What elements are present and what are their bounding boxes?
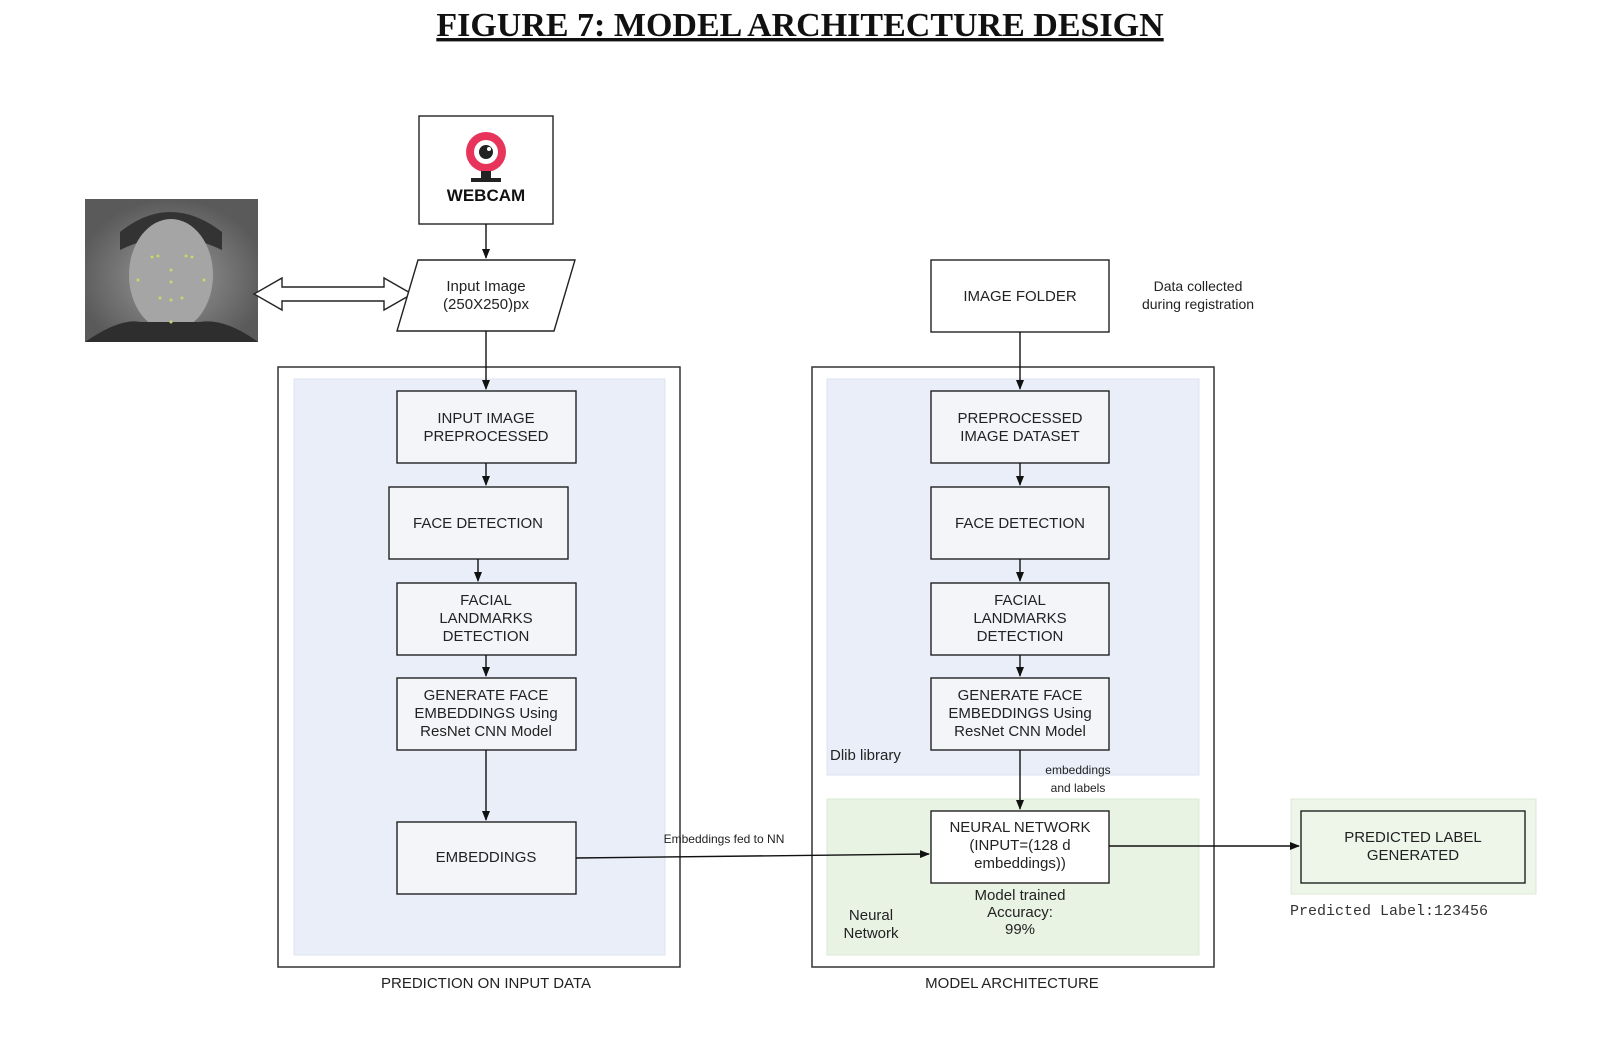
facial-landmarks-node: FACIAL LANDMARKS DETECTION <box>396 582 577 656</box>
image-folder-label: IMAGE FOLDER <box>963 288 1077 305</box>
input-image-preprocessed-node: INPUT IMAGE PREPROCESSED <box>396 390 577 464</box>
nn-region-line2: Network <box>843 925 899 942</box>
model-step3-line2: LANDMARKS <box>973 610 1066 627</box>
model-caption: MODEL ARCHITECTURE <box>925 975 1099 992</box>
predicted-label-text: Predicted Label:123456 <box>1290 903 1488 920</box>
nn-line2: (INPUT=(128 d <box>969 837 1070 854</box>
face-detection-node: FACE DETECTION <box>388 486 569 560</box>
arrow-embeddings-to-nn <box>575 850 930 859</box>
pred-step4-line3: ResNet CNN Model <box>420 723 552 740</box>
model-facial-landmarks-node: FACIAL LANDMARKS DETECTION <box>930 582 1110 656</box>
model-step4-line1: GENERATE FACE <box>958 687 1083 704</box>
model-step1-line1: PREPROCESSED <box>957 410 1082 427</box>
nn-line3: embeddings)) <box>974 855 1066 872</box>
pred-step4-line1: GENERATE FACE <box>424 687 549 704</box>
model-step4-line2: EMBEDDINGS Using <box>948 705 1091 722</box>
nn-region-line1: Neural <box>849 907 893 924</box>
embeddings-note-line2: and labels <box>1051 781 1106 795</box>
data-note-line1: Data collected <box>1154 278 1243 294</box>
input-image-line2: (250X250)px <box>443 296 529 313</box>
neural-network-node: NEURAL NETWORK (INPUT=(128 d embeddings)… <box>930 810 1110 884</box>
pred-step3-line1: FACIAL <box>460 592 512 609</box>
model-generate-embeddings-node: GENERATE FACE EMBEDDINGS Using ResNet CN… <box>930 677 1110 751</box>
model-face-detection-node: FACE DETECTION <box>930 486 1110 560</box>
output-line2: GENERATED <box>1367 847 1459 864</box>
accuracy-line2: Accuracy: <box>987 904 1053 921</box>
accuracy-line3: 99% <box>1005 921 1035 938</box>
preprocessed-dataset-node: PREPROCESSED IMAGE DATASET <box>930 390 1110 464</box>
input-image-node: Input Image (250X250)px <box>396 259 576 332</box>
nn-line1: NEURAL NETWORK <box>949 819 1090 836</box>
webcam-box: WEBCAM <box>418 115 554 225</box>
model-step3-line1: FACIAL <box>994 592 1046 609</box>
pred-step2-line1: FACE DETECTION <box>413 515 543 532</box>
model-step4-line3: ResNet CNN Model <box>954 723 1086 740</box>
embeddings-note-line1: embeddings <box>1045 763 1110 777</box>
webcam-label: WEBCAM <box>447 186 525 205</box>
generate-embeddings-node: GENERATE FACE EMBEDDINGS Using ResNet CN… <box>396 677 577 751</box>
pred-step3-line2: LANDMARKS <box>439 610 532 627</box>
output-line1: PREDICTED LABEL <box>1344 829 1482 846</box>
dlib-library-label: Dlib library <box>830 747 901 764</box>
edge-label: Embeddings fed to NN <box>664 832 785 846</box>
image-folder-node: IMAGE FOLDER <box>930 259 1110 333</box>
bidirectional-arrow <box>252 276 414 312</box>
figure-title: FIGURE 7: MODEL ARCHITECTURE DESIGN <box>436 7 1164 44</box>
model-panel: PREPROCESSED IMAGE DATASET FACE DETECTIO… <box>811 366 1215 968</box>
data-note-line2: during registration <box>1142 296 1254 312</box>
output-node: PREDICTED LABEL GENERATED <box>1290 798 1537 895</box>
model-step3-line3: DETECTION <box>977 628 1064 645</box>
model-step2-line1: FACE DETECTION <box>955 515 1085 532</box>
accuracy-line1: Model trained <box>975 887 1066 904</box>
webcam-icon <box>466 132 506 182</box>
face-photo <box>85 199 258 342</box>
pred-step5-line1: EMBEDDINGS <box>436 849 537 866</box>
flow-arrows <box>474 224 1300 859</box>
input-image-line1: Input Image <box>446 278 525 295</box>
pred-step1-line2: PREPROCESSED <box>423 428 548 445</box>
pred-step1-line1: INPUT IMAGE <box>437 410 534 427</box>
prediction-panel: INPUT IMAGE PREPROCESSED FACE DETECTION … <box>277 366 681 968</box>
pred-step4-line2: EMBEDDINGS Using <box>414 705 557 722</box>
pred-step3-line3: DETECTION <box>443 628 530 645</box>
model-step1-line2: IMAGE DATASET <box>960 428 1079 445</box>
prediction-caption: PREDICTION ON INPUT DATA <box>381 975 591 992</box>
embeddings-node: EMBEDDINGS <box>396 821 577 895</box>
